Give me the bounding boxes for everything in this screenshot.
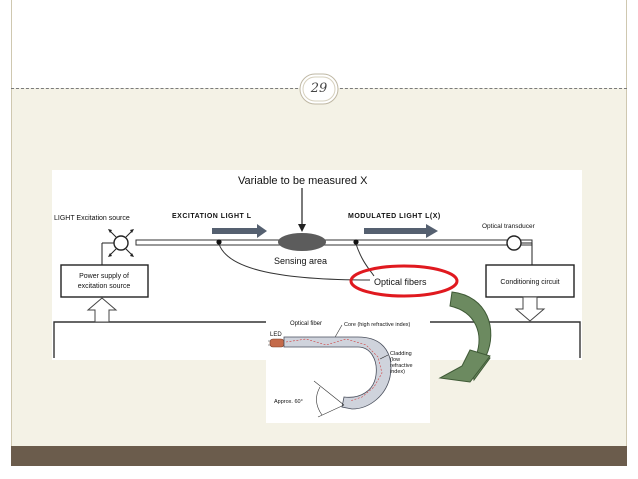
ray-4	[125, 248, 133, 256]
ray-2-head	[130, 229, 134, 233]
inset-angle-label: Approx. 60°	[274, 399, 303, 405]
led-body	[269, 338, 285, 348]
optical-fibers-label: Optical fibers	[374, 277, 427, 287]
angle-line-2	[317, 404, 345, 418]
fiber-marker-right	[353, 239, 359, 245]
light-path	[285, 338, 383, 402]
ray-2	[125, 230, 133, 238]
sensing-area-ellipse	[278, 233, 326, 251]
page-number-badge	[299, 73, 339, 105]
fiber-marker-left	[216, 239, 222, 245]
right-border-line	[626, 0, 627, 446]
inset-led-label: LED	[270, 332, 282, 338]
excitation-label: EXCITATION LIGHT L	[172, 213, 252, 220]
fiber-inset: Optical fiber Core (high refractive inde…	[266, 317, 430, 423]
variable-label: Variable to be measured X	[238, 175, 368, 187]
conditioning-down-arrow	[514, 296, 546, 322]
power-supply-box	[60, 264, 149, 298]
fiber-leader-right	[355, 243, 375, 277]
ray-4-head	[130, 253, 134, 257]
sensing-area-label: Sensing area	[274, 256, 327, 266]
modulated-label: MODULATED LIGHT L(X)	[348, 213, 441, 220]
fiber-tube	[283, 336, 392, 410]
ray-1-head	[108, 229, 112, 233]
power-supply-up-arrow	[86, 297, 118, 323]
ray-3-head	[108, 253, 112, 257]
light-source-label: LIGHT Excitation source	[54, 215, 130, 222]
inset-cladding-2: (low	[390, 357, 400, 363]
ray-1	[109, 230, 117, 238]
conditioning-label: Conditioning circuit	[500, 279, 559, 286]
conditioning-circuit-box	[485, 264, 575, 298]
inset-cladding-1: Cladding	[390, 351, 412, 357]
slide-header-area	[0, 0, 638, 88]
power-supply-line2: excitation source	[78, 283, 131, 290]
cladding-leader	[379, 354, 389, 360]
modulated-arrow	[364, 224, 438, 238]
transducer-label: Optical transducer	[482, 223, 536, 230]
ray-3	[109, 248, 117, 256]
inset-core-label: Core (high refractive index)	[344, 322, 411, 328]
left-border-line	[11, 0, 12, 446]
inset-optical-fiber-label: Optical fiber	[290, 321, 322, 327]
page-number: 29	[310, 81, 328, 96]
inset-cladding-4: index)	[390, 369, 405, 375]
power-supply-line1: Power supply of	[79, 273, 129, 280]
curved-pointer-arrowhead	[438, 349, 491, 383]
angle-line-1	[313, 380, 345, 406]
variable-arrowhead	[298, 224, 306, 232]
inset-cladding-3: refractive	[390, 363, 413, 369]
angle-arc	[316, 386, 323, 416]
footer-bar	[11, 446, 627, 466]
highlight-circle	[349, 264, 459, 298]
fiber-leader-left	[218, 243, 371, 281]
excitation-arrow	[212, 224, 267, 238]
